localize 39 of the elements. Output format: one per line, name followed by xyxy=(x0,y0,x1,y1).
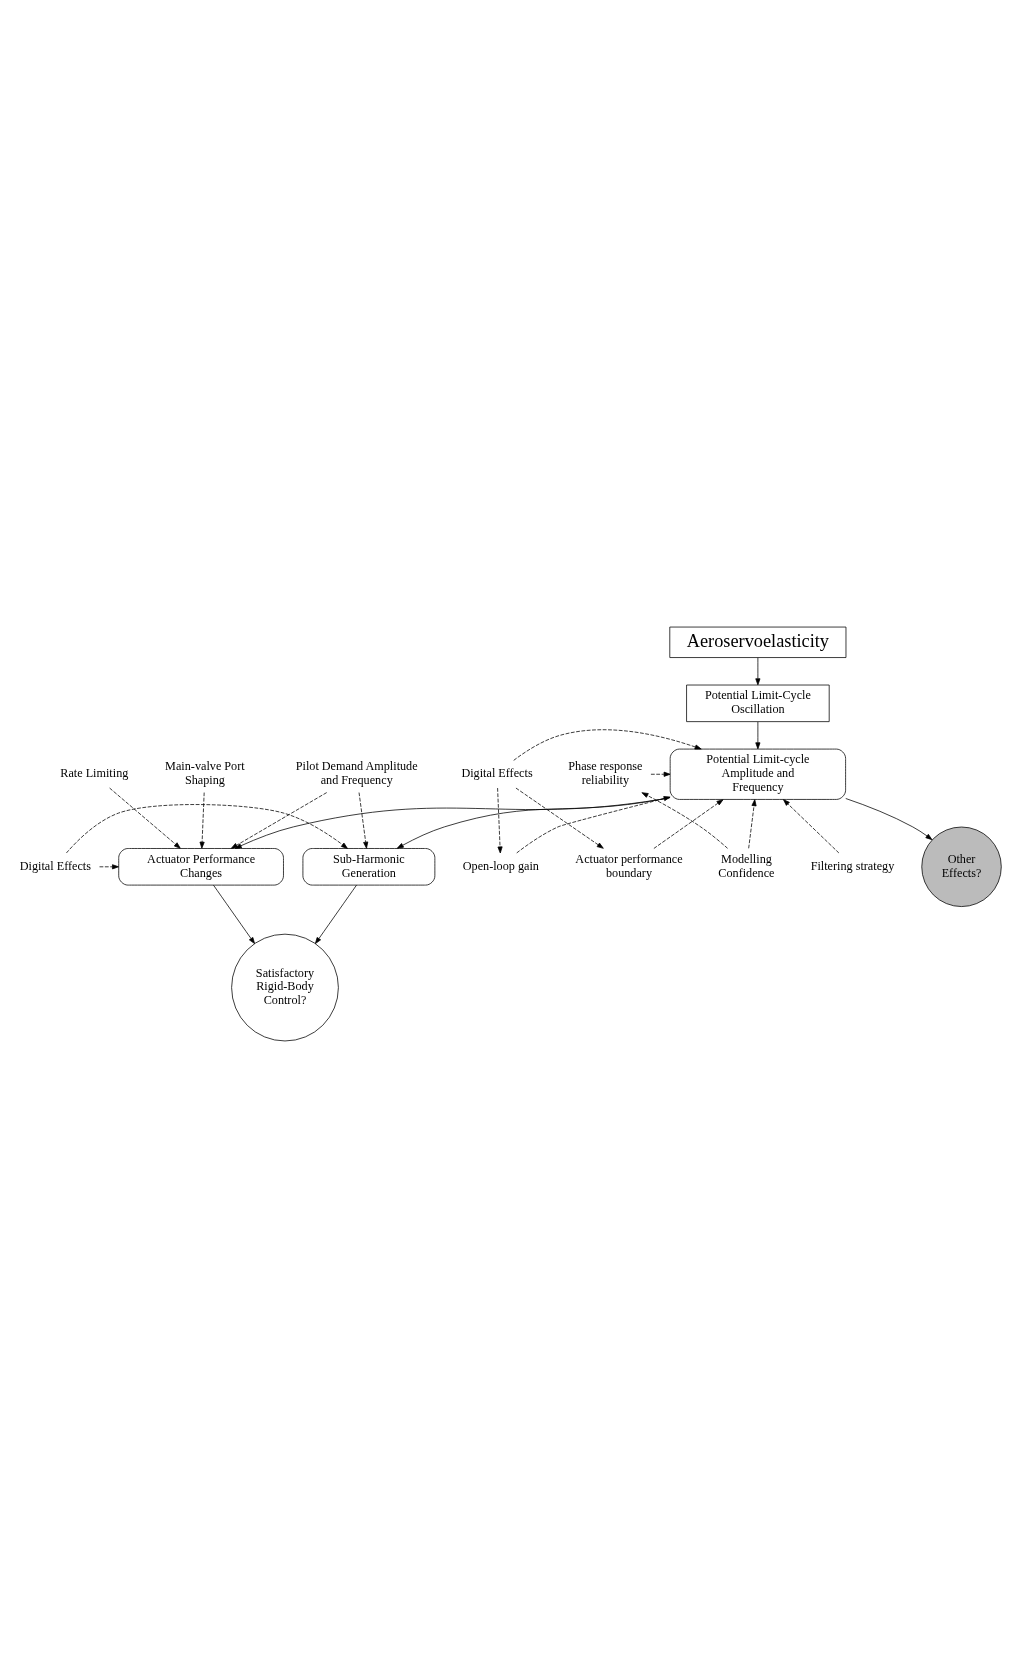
arrow xyxy=(66,804,348,854)
arrow xyxy=(358,792,369,849)
arrow xyxy=(653,799,724,849)
arrow xyxy=(755,657,761,686)
arrow xyxy=(230,792,328,849)
arrow xyxy=(845,798,933,840)
node-box: Potential Limit-cycle Amplitude and Frequency xyxy=(669,748,846,800)
node-text: Modelling Confidence xyxy=(718,851,775,880)
arrow xyxy=(213,884,255,944)
arrow xyxy=(99,864,119,870)
node-text: Filtering strategy xyxy=(810,858,895,873)
arrow xyxy=(513,729,702,761)
node-text: Digital Effects xyxy=(19,858,92,873)
node-box: Sub-Harmonic Generation xyxy=(302,848,436,886)
node-text: Open-loop gain xyxy=(462,858,539,873)
node-circle: Other Effects? xyxy=(921,826,1002,907)
node-circle: Satisfactory Rigid-Body Control? xyxy=(231,933,339,1042)
arrow xyxy=(515,787,604,849)
arrow xyxy=(315,884,357,944)
arrow xyxy=(755,721,761,750)
arrow xyxy=(516,796,671,854)
arrow xyxy=(234,797,671,849)
arrow xyxy=(396,797,671,849)
node-box: Actuator Performance Changes xyxy=(118,848,284,886)
arrow xyxy=(641,792,728,849)
node-text: Pilot Demand Amplitude and Frequency xyxy=(295,759,418,788)
arrow xyxy=(199,792,205,849)
node-text: Rate Limiting xyxy=(60,766,129,781)
arrow xyxy=(109,787,181,849)
node-box: Aeroservoelasticity xyxy=(669,626,847,658)
node-text: Actuator performance boundary xyxy=(575,851,683,880)
arrow xyxy=(783,799,840,854)
arrow xyxy=(748,799,757,849)
node-text: Phase response reliability xyxy=(568,759,643,788)
node-text: Digital Effects xyxy=(461,766,533,781)
node-text: Main-valve Port Shaping xyxy=(165,759,245,788)
node-box: Potential Limit-Cycle Oscillation xyxy=(686,684,830,722)
arrow xyxy=(650,771,671,777)
arrow xyxy=(497,787,503,854)
